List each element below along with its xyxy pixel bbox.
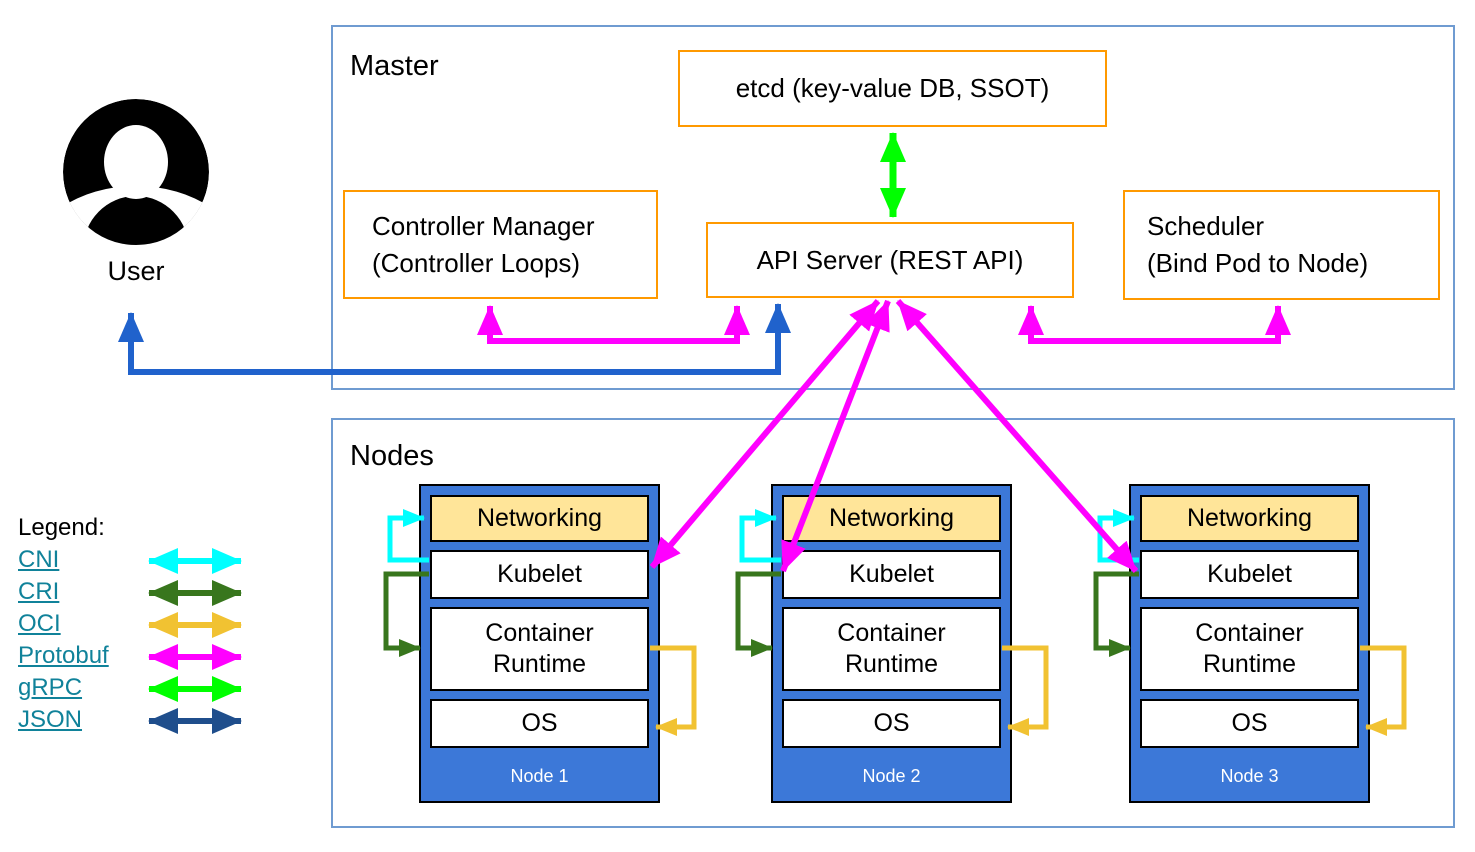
legend-link-protobuf[interactable]: Protobuf [18, 642, 109, 669]
etcd-box: etcd (key-value DB, SSOT) [678, 50, 1107, 127]
scheduler-label-line1: Scheduler [1147, 211, 1265, 241]
node-2-networking-layer: Networking [782, 495, 1001, 542]
node-2-name: Node 2 [862, 766, 921, 786]
container-runtime-label: Container Runtime [485, 619, 594, 678]
legend-link-grpc[interactable]: gRPC [18, 674, 83, 701]
legend-link-oci[interactable]: OCI [18, 610, 61, 637]
networking-label: Networking [828, 504, 955, 532]
kubelet-label: Kubelet [1207, 560, 1292, 588]
node-3-kubelet-layer: Kubelet [1140, 550, 1359, 599]
controller-manager-label-line1: Controller Manager [372, 210, 595, 241]
networking-label: Networking [476, 504, 603, 532]
nodes-section: Nodes [331, 418, 1455, 828]
master-section: Master [331, 25, 1455, 390]
scheduler-box: Scheduler (Bind Pod to Node) [1123, 190, 1440, 300]
kubelet-label: Kubelet [497, 560, 582, 588]
etcd-label: etcd (key-value DB, SSOT) [735, 73, 1050, 103]
os-label: OS [1231, 709, 1268, 737]
user-label: User [107, 256, 165, 286]
node-1-name: Node 1 [510, 766, 569, 786]
nodes-title: Nodes [350, 440, 434, 472]
node-2: Networking Kubelet Container Runtime OS … [771, 484, 1012, 803]
os-label: OS [873, 709, 910, 737]
node-3-networking-layer: Networking [1140, 495, 1359, 542]
networking-label: Networking [1186, 504, 1313, 532]
api-server-box: API Server (REST API) [706, 222, 1074, 298]
node-1-os-layer: OS [430, 699, 649, 748]
kubelet-label: Kubelet [849, 560, 934, 588]
legend-title: Legend: [18, 514, 105, 541]
container-runtime-label: Container Runtime [1195, 619, 1304, 678]
node-2-container-runtime-layer: Container Runtime [782, 607, 1001, 691]
container-runtime-label: Container Runtime [837, 619, 946, 678]
user-icon [63, 99, 209, 245]
node-1-container-runtime-layer: Container Runtime [430, 607, 649, 691]
legend-link-cri[interactable]: CRI [18, 578, 60, 605]
node-1-networking-layer: Networking [430, 495, 649, 542]
node-1-kubelet-layer: Kubelet [430, 550, 649, 599]
controller-manager-label-line2: (Controller Loops) [372, 247, 581, 278]
os-label: OS [521, 709, 558, 737]
legend-link-json[interactable]: JSON [18, 706, 83, 733]
legend-link-cni[interactable]: CNI [18, 546, 60, 573]
api-server-label: API Server (REST API) [756, 244, 1024, 275]
node-2-kubelet-layer: Kubelet [782, 550, 1001, 599]
node-3: Networking Kubelet Container Runtime OS … [1129, 484, 1370, 803]
node-3-name: Node 3 [1220, 766, 1279, 786]
legend: Legend: CNI CRI OCI Protobuf gRPC JSON [18, 513, 109, 737]
node-2-os-layer: OS [782, 699, 1001, 748]
controller-manager-box: Controller Manager (Controller Loops) [343, 190, 658, 299]
master-title: Master [350, 50, 439, 82]
scheduler-label-line2: (Bind Pod to Node) [1147, 248, 1369, 278]
node-3-container-runtime-layer: Container Runtime [1140, 607, 1359, 691]
node-1: Networking Kubelet Container Runtime OS … [419, 484, 660, 803]
node-3-os-layer: OS [1140, 699, 1359, 748]
